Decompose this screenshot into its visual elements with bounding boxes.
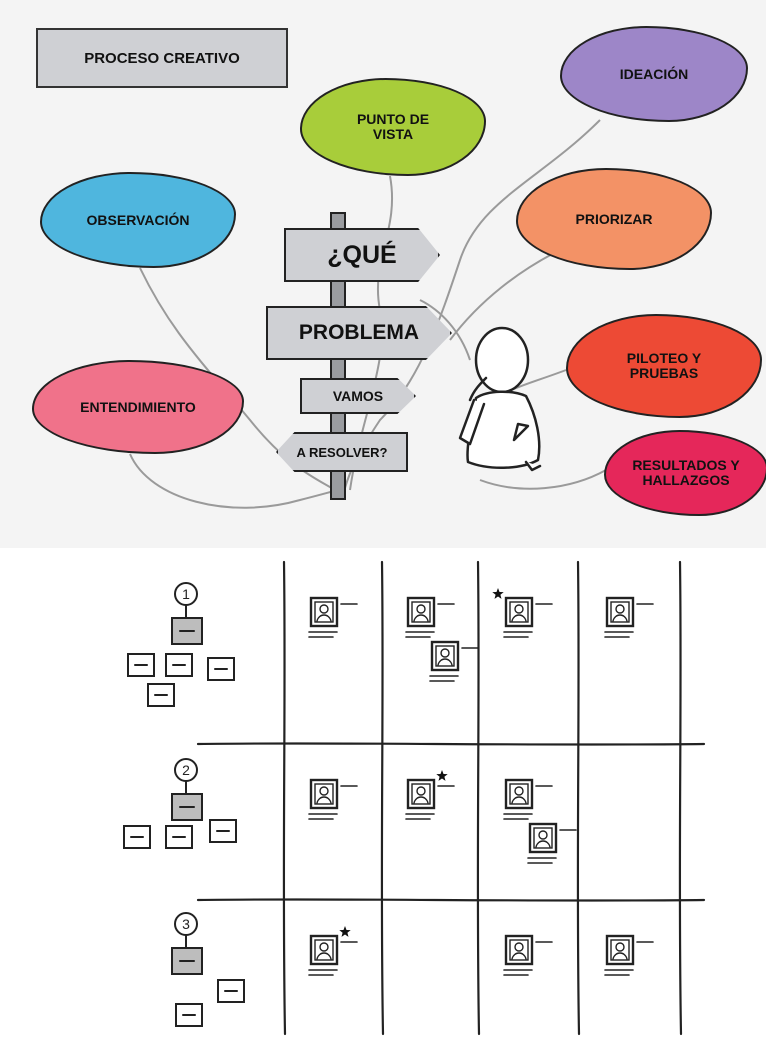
board-column-line [678,560,683,1036]
star-icon [492,588,504,599]
board-column-line [576,560,581,1036]
person-card-icon [527,822,577,864]
person-card-icon [604,934,654,976]
star-icon [339,926,351,937]
step-number-label: 1 [182,586,190,602]
cloud-piloteo-y-pruebas: PILOTEO Y PRUEBAS [566,298,762,432]
person-card-icon [405,778,455,820]
cloud-observacion: OBSERVACIÓN [40,157,236,281]
person-card-icon [604,596,654,638]
board-column-line [282,560,287,1036]
person-card-icon [429,640,479,682]
idea-board: 1 2 3 [0,548,766,1037]
star-icon [436,770,448,781]
sign-a-resolver: A RESOLVER? [276,432,408,472]
step-number-label: 3 [182,916,190,932]
person-card-icon [405,596,455,638]
person-card-icon [503,934,553,976]
person-card-icon [503,778,553,820]
board-row-line [196,742,706,746]
person-card-icon [308,934,358,976]
board-column-line [380,560,385,1036]
board-grid: 1 2 3 [123,560,706,1036]
process-title: PROCESO CREATIVO [36,28,288,88]
center-sticky-note [171,617,203,645]
person-card-icon [308,596,358,638]
person-card-icon [503,596,553,638]
sign-vamos: VAMOS [300,378,416,414]
person-card-icon [308,778,358,820]
creative-process-illustration: PROCESO CREATIVO PUNTO DE VISTA IDEACIÓN… [0,0,766,548]
cloud-resultados-y-hallazgos: RESULTADOS Y HALLAZGOS [604,417,766,528]
board-row-line [196,898,706,902]
board-column-line [476,560,481,1036]
cloud-priorizar: PRIORIZAR [516,152,712,284]
thinking-person-icon [458,326,542,472]
sign-problema: PROBLEMA [266,306,452,360]
sign-que: ¿QUÉ [284,228,440,282]
step-number-label: 2 [182,762,190,778]
